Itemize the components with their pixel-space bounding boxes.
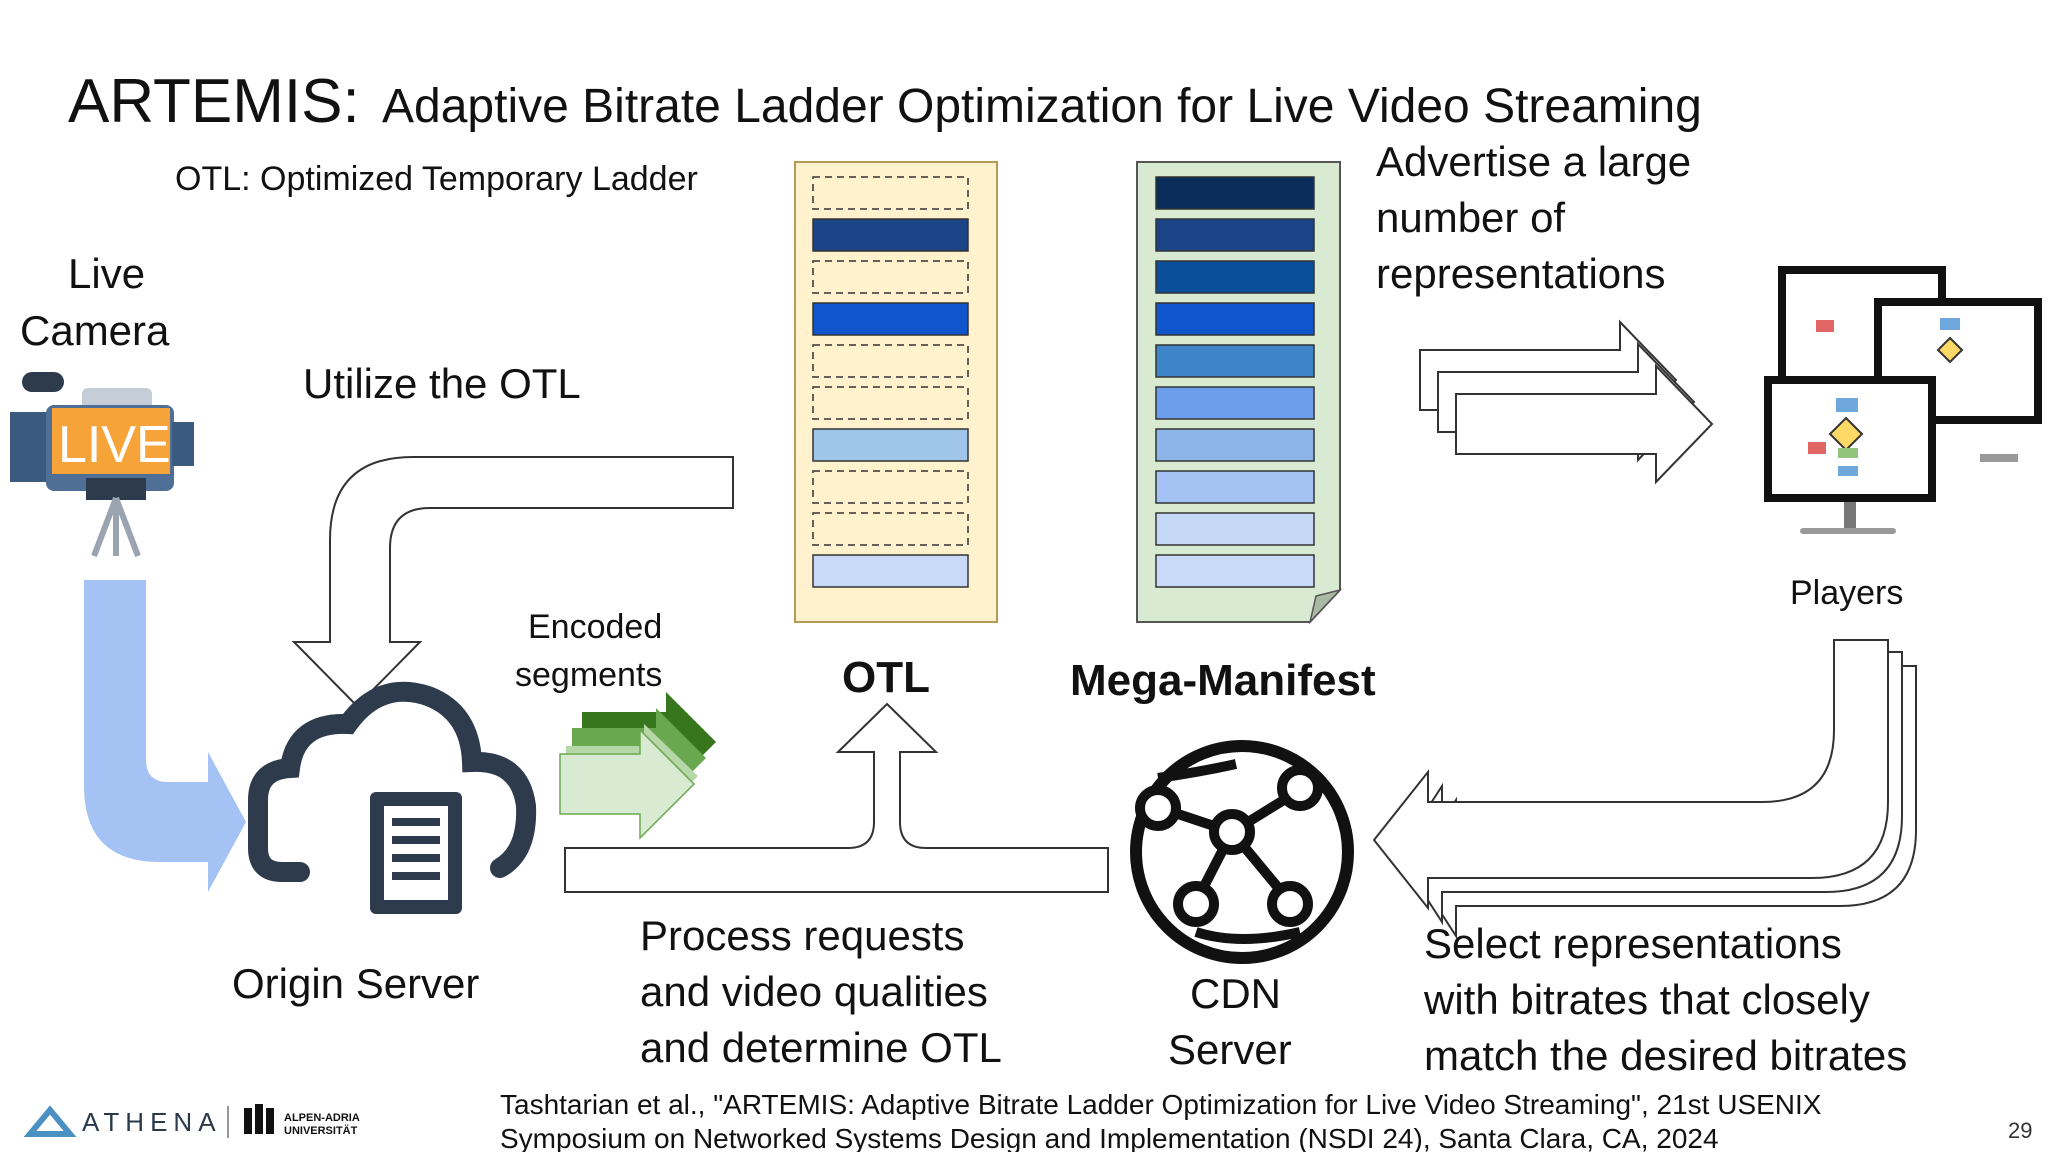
live-camera-label-line2: Camera — [20, 307, 170, 354]
process-line1: Process requests — [640, 912, 964, 959]
otl-to-origin-arrow — [291, 456, 734, 708]
encoded-segments-line1: Encoded — [528, 608, 662, 646]
mega-manifest-rungs — [1155, 176, 1315, 588]
cdn-label-line2: Server — [1168, 1026, 1292, 1073]
encoded-segments-line2: segments — [515, 656, 662, 694]
mega-manifest-rung — [1155, 260, 1315, 294]
advertise-arrows — [1419, 319, 1714, 485]
mega-manifest-rung — [1155, 302, 1315, 336]
cdn-to-origin-otl-arrow — [564, 702, 1109, 893]
mega-manifest-rung — [1155, 512, 1315, 546]
mega-manifest-rung — [1155, 218, 1315, 252]
camera-to-origin-arrow — [84, 580, 246, 892]
otl-rung-filled — [812, 554, 969, 588]
origin-server-label: Origin Server — [232, 960, 479, 1007]
players-icon — [1764, 266, 2042, 534]
cdn-server-icon — [1130, 740, 1354, 964]
otl-label: OTL — [842, 653, 930, 702]
mega-manifest-fold — [1308, 588, 1343, 625]
otl-rung-empty — [812, 470, 969, 504]
cdn-label-line1: CDN — [1190, 970, 1281, 1017]
page-number: 29 — [2008, 1118, 2032, 1143]
otl-rung-empty — [812, 386, 969, 420]
otl-rung-filled — [812, 302, 969, 336]
origin-server-icon — [248, 681, 537, 914]
encoded-segments-arrow — [559, 692, 716, 840]
otl-rung-filled — [812, 218, 969, 252]
players-to-cdn-arrows — [1372, 639, 1917, 940]
aau-logo: ALPEN-ADRIA UNIVERSITÄT — [244, 1104, 360, 1137]
live-badge: LIVE — [58, 416, 171, 474]
reference-line1: Tashtarian et al., "ARTEMIS: Adaptive Bi… — [500, 1089, 1822, 1120]
reference-line2: Symposium on Networked Systems Design an… — [500, 1123, 1719, 1152]
live-camera-icon: LIVE — [10, 372, 194, 558]
select-line2: with bitrates that closely — [1423, 976, 1870, 1023]
athena-logo: ATHENA — [23, 1105, 229, 1138]
players-label: Players — [1790, 574, 1903, 612]
otl-rung-empty — [812, 512, 969, 546]
otl-rung-empty — [812, 176, 969, 210]
aau-logo-line1: ALPEN-ADRIA — [284, 1112, 360, 1124]
otl-definition: OTL: Optimized Temporary Ladder — [175, 160, 698, 198]
mega-manifest-rung — [1155, 554, 1315, 588]
mega-manifest-label: Mega-Manifest — [1070, 656, 1376, 705]
select-line3: match the desired bitrates — [1424, 1032, 1907, 1079]
otl-rung-filled — [812, 428, 969, 462]
utilize-otl-label: Utilize the OTL — [303, 360, 581, 407]
process-line3: and determine OTL — [640, 1024, 1002, 1071]
otl-rung-empty — [812, 344, 969, 378]
live-camera-label-line1: Live — [68, 250, 145, 297]
mega-manifest-rung — [1155, 176, 1315, 210]
aau-logo-line2: UNIVERSITÄT — [284, 1124, 358, 1137]
mega-manifest-rung — [1155, 428, 1315, 462]
advertise-line2: number of — [1376, 194, 1565, 241]
mega-manifest-rung — [1155, 344, 1315, 378]
advertise-line3: representations — [1376, 250, 1666, 297]
title-sub: Adaptive Bitrate Ladder Optimization for… — [382, 80, 1702, 133]
mega-manifest-rung — [1155, 470, 1315, 504]
advertise-line1: Advertise a large — [1376, 138, 1691, 185]
select-line1: Select representations — [1424, 920, 1842, 967]
otl-rung-empty — [812, 260, 969, 294]
mega-manifest-rung — [1155, 386, 1315, 420]
title-main: ARTEMIS: — [68, 67, 360, 136]
athena-logo-text: ATHENA — [82, 1107, 222, 1137]
otl-ladder-rungs — [812, 176, 969, 588]
process-line2: and video qualities — [640, 968, 988, 1015]
